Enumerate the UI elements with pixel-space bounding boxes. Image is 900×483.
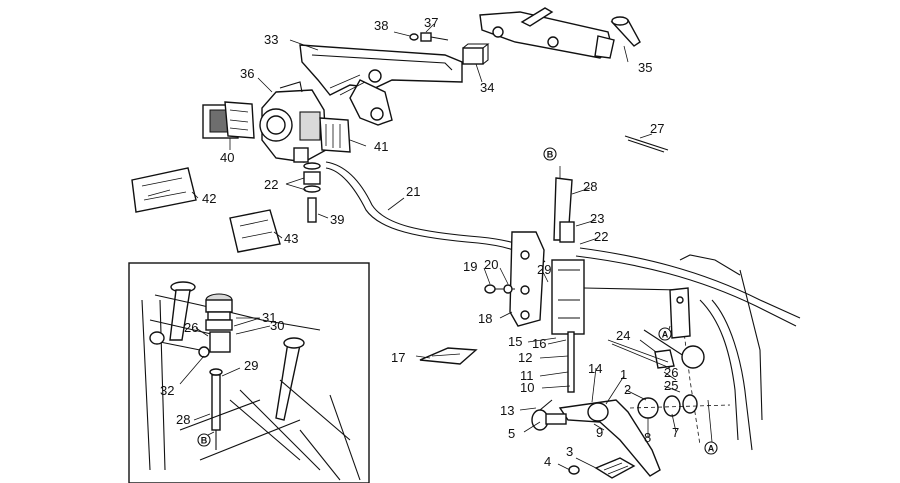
callout-19: 19 xyxy=(463,259,477,274)
marker-a-lower: A xyxy=(704,441,718,455)
callout-5: 5 xyxy=(508,426,515,441)
marker-a-upper: A xyxy=(658,327,672,341)
cotter-pin xyxy=(624,135,669,153)
callout-38: 38 xyxy=(374,18,388,33)
caliper-bracket xyxy=(299,44,463,126)
callout-2: 2 xyxy=(624,382,631,397)
callout-9: 9 xyxy=(596,425,603,440)
callout-23: 23 xyxy=(590,211,604,226)
callout-26-inset: 26 xyxy=(184,320,198,335)
callout-21: 21 xyxy=(406,184,420,199)
marker-b-inset: B xyxy=(197,433,211,447)
callout-22-mid: 22 xyxy=(594,229,608,244)
callout-40: 40 xyxy=(220,150,234,165)
callout-28-main: 28 xyxy=(583,179,597,194)
callout-1: 1 xyxy=(620,367,627,382)
decal-packs xyxy=(131,167,281,253)
callout-43: 43 xyxy=(284,231,298,246)
callout-29-inset: 29 xyxy=(244,358,258,373)
swingarm-piece xyxy=(479,7,615,59)
frame-outline xyxy=(575,247,801,451)
callout-20: 20 xyxy=(484,257,498,272)
callout-24: 24 xyxy=(616,328,630,343)
callout-33: 33 xyxy=(264,32,278,47)
callout-35: 35 xyxy=(638,60,652,75)
marker-b-top: B xyxy=(543,147,557,161)
pin xyxy=(610,16,641,47)
master-cylinder xyxy=(509,177,681,393)
callout-26-main: 26 xyxy=(664,365,678,380)
marker-a-upper-text: A xyxy=(662,330,669,340)
callout-29-main: 29 xyxy=(537,262,551,277)
brake-caliper xyxy=(259,81,327,163)
callout-12: 12 xyxy=(518,350,532,365)
callout-11: 11 xyxy=(520,368,534,383)
callout-42: 42 xyxy=(202,191,216,206)
callout-labels: 33 38 37 35 34 36 40 41 42 22 39 43 21 2… xyxy=(160,15,679,469)
callout-32: 32 xyxy=(160,383,174,398)
callout-39: 39 xyxy=(330,212,344,227)
callout-27: 27 xyxy=(650,121,664,136)
banjo-fittings xyxy=(303,162,321,223)
block-bushing xyxy=(462,43,490,65)
callout-41: 41 xyxy=(374,139,388,154)
brake-pads xyxy=(202,101,255,139)
callout-34: 34 xyxy=(480,80,494,95)
callout-37: 37 xyxy=(424,15,438,30)
callout-14: 14 xyxy=(588,361,602,376)
callout-10: 10 xyxy=(520,380,534,395)
inset-panel xyxy=(128,262,370,483)
callout-13: 13 xyxy=(500,403,514,418)
callout-16: 16 xyxy=(532,336,546,351)
pad-piece xyxy=(419,347,478,365)
callout-4: 4 xyxy=(544,454,551,469)
callout-36: 36 xyxy=(240,66,254,81)
callout-3: 3 xyxy=(566,444,573,459)
mount-bolt xyxy=(484,284,515,294)
callout-7: 7 xyxy=(672,425,679,440)
callout-22-top: 22 xyxy=(264,177,278,192)
leader-lines xyxy=(179,23,713,471)
callout-8: 8 xyxy=(644,430,651,445)
brake-pedal xyxy=(531,394,731,479)
callout-17: 17 xyxy=(391,350,405,365)
bolt-and-washer xyxy=(409,32,449,42)
marker-a-lower-text: A xyxy=(708,444,715,454)
callout-28-inset: 28 xyxy=(176,412,190,427)
pad-cover xyxy=(319,117,351,153)
callout-18: 18 xyxy=(478,311,492,326)
bracket-assembly xyxy=(607,287,705,369)
callout-30: 30 xyxy=(270,318,284,333)
marker-b-inset-text: B xyxy=(201,436,208,446)
callout-31: 31 xyxy=(262,310,276,325)
callout-25: 25 xyxy=(664,378,678,393)
callout-15: 15 xyxy=(508,334,522,349)
marker-b-top-text: B xyxy=(547,150,554,160)
